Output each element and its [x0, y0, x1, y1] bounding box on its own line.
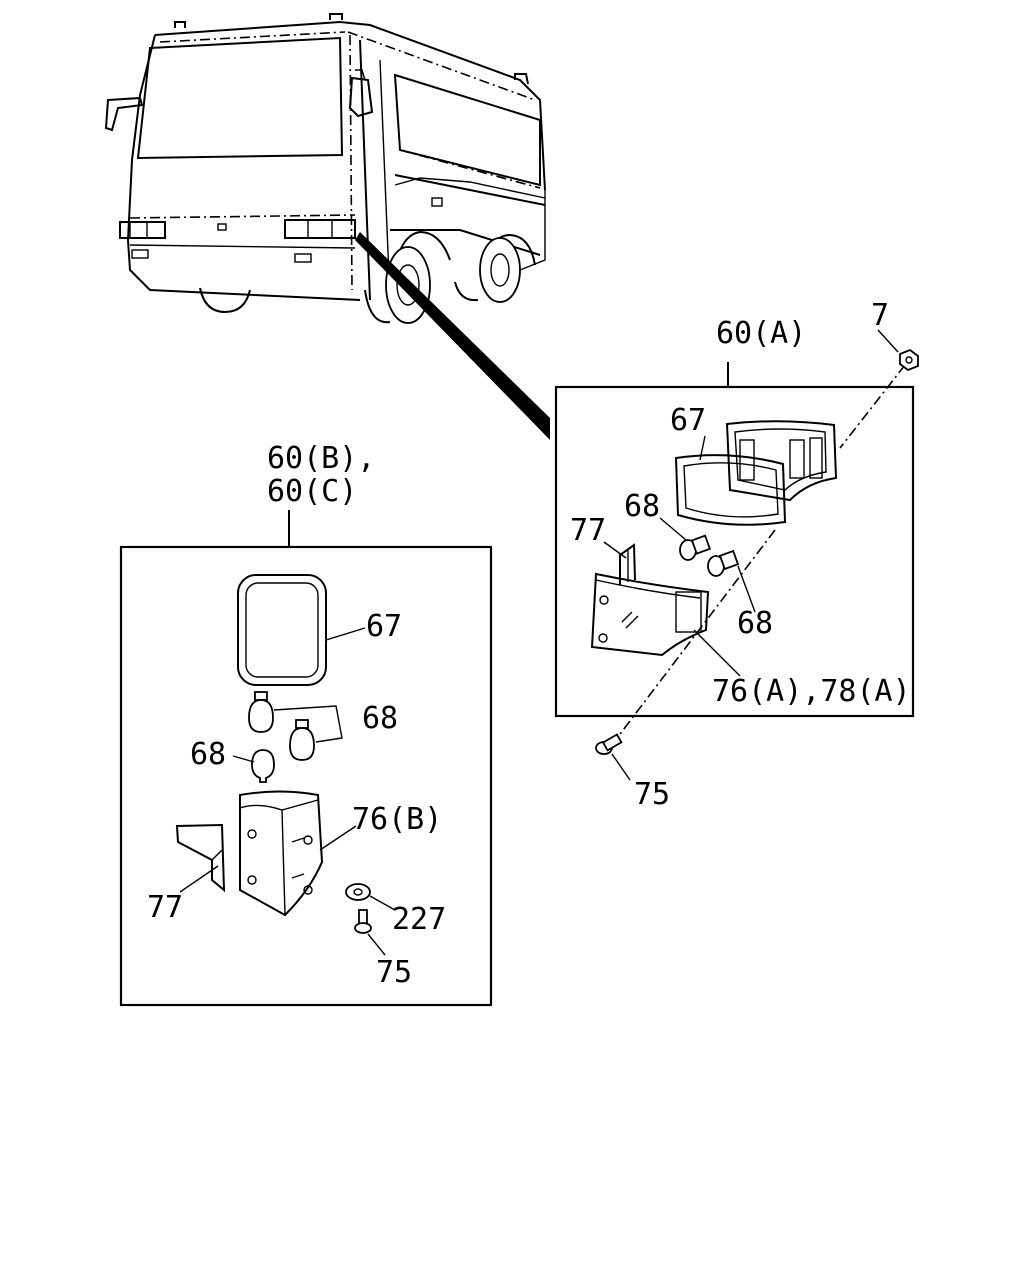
label-a-68-right: 68: [737, 606, 773, 641]
detail-bc-bulb-2: [289, 719, 315, 761]
label-a-77: 77: [570, 513, 606, 548]
label-bc-67: 67: [366, 609, 402, 644]
detail-a: [554, 329, 919, 781]
detail-a-bulb-1: [679, 534, 712, 561]
label-a-76a-78a: 76(A),78(A): [712, 674, 911, 709]
detail-a-bulb-2: [707, 549, 740, 577]
detail-bc-screw: [354, 909, 372, 934]
label-bc-77: 77: [147, 890, 183, 925]
label-bc-68: 68: [362, 701, 398, 736]
label-60a: 60(A): [716, 316, 806, 351]
detail-a-nut: [899, 348, 919, 372]
detail-a-frame: [554, 385, 915, 718]
label-a-67: 67: [670, 403, 706, 438]
detail-a-screw: [595, 733, 623, 755]
label-bc-68-left: 68: [190, 737, 226, 772]
label-a-7: 7: [871, 298, 889, 333]
detail-bc-bulb-3: [251, 749, 275, 783]
bus-illustration: [104, 13, 546, 324]
detail-bc-housing: [239, 790, 324, 917]
detail-bc-bulb-1: [248, 691, 274, 733]
detail-pointer: [355, 232, 550, 440]
label-a-68-top: 68: [624, 489, 660, 524]
label-bc-76b: 76(B): [352, 802, 442, 837]
detail-bc-lens: [237, 574, 327, 686]
detail-bc-frame: [119, 545, 493, 1007]
detail-bc-bracket: [175, 823, 226, 893]
label-60c: 60(C): [267, 474, 357, 509]
label-60b: 60(B),: [267, 441, 375, 476]
label-a-75: 75: [634, 777, 670, 812]
label-bc-227: 227: [392, 902, 446, 937]
label-bc-75: 75: [376, 955, 412, 990]
detail-bc: [119, 510, 493, 1007]
detail-bc-washer: [345, 883, 371, 901]
